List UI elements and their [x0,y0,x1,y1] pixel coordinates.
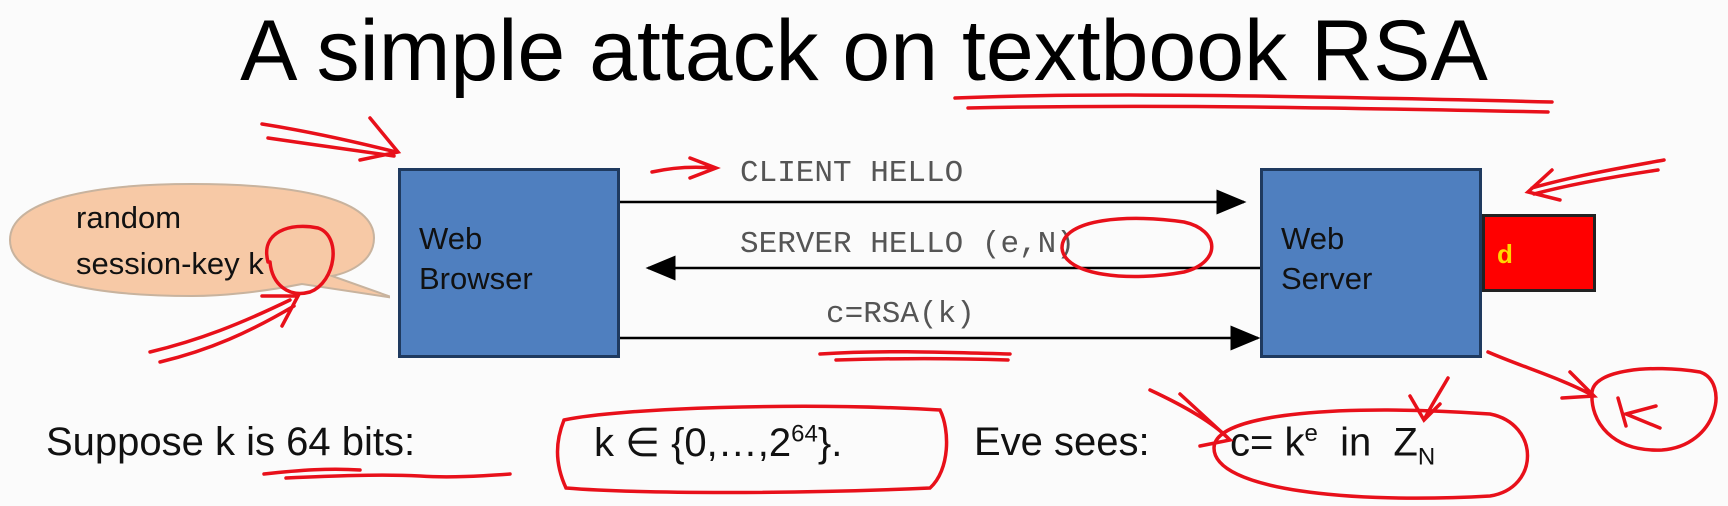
server-to-k-arrow [1486,350,1598,400]
eve-sees-text: Eve sees: [974,420,1150,464]
bubble-pointer-arrow [148,294,301,364]
browser-pointer-arrow [260,116,402,162]
k-range-exponent: 64 [791,420,818,448]
k-letter [1616,396,1662,430]
k-range-prefix: k ∈ {0,…,2 [594,421,792,465]
k-circle [1590,366,1718,452]
client-hello-arrow-mark [650,156,721,180]
k-range-text: k ∈ {0,…,264}. [594,420,842,466]
ceq-pointer-arrow-2 [1408,376,1450,423]
server-secret-key: d [1482,214,1596,292]
browser-line-2: Browser [419,261,533,296]
ciphertext-underline [818,349,1012,362]
bubble-line-2: session-key k [76,246,264,281]
ceq-pointer-arrow [1148,388,1234,448]
suppose-text: Suppose k is 64 bits: [46,420,416,464]
server-hello-label: SERVER HELLO (e,N) [740,227,1075,262]
c-prefix: c= k [1230,420,1305,465]
server-pointer-arrow [1524,158,1666,202]
ciphertext-equation: c= ke in ZN [1230,420,1435,471]
server-line-2: Server [1281,261,1373,296]
server-line-1: Web [1281,221,1345,256]
c-exponent: e [1304,420,1318,447]
ciphertext-label: c=RSA(k) [826,297,975,332]
bubble-text: random session-key k [76,195,264,287]
bubble-line-1: random [76,200,182,235]
c-mid: in Z [1317,420,1418,465]
web-browser-box: Web Browser [398,168,620,358]
web-server-box: Web Server [1260,168,1482,358]
client-hello-label: CLIENT HELLO [740,156,964,191]
suppose-k-underline [262,467,512,480]
slide-title: A simple attack on textbook RSA [240,3,1488,99]
en-circle [1060,216,1214,279]
browser-line-1: Web [419,221,483,256]
k-range-suffix: }. [817,421,843,465]
c-subscript: N [1417,443,1436,471]
